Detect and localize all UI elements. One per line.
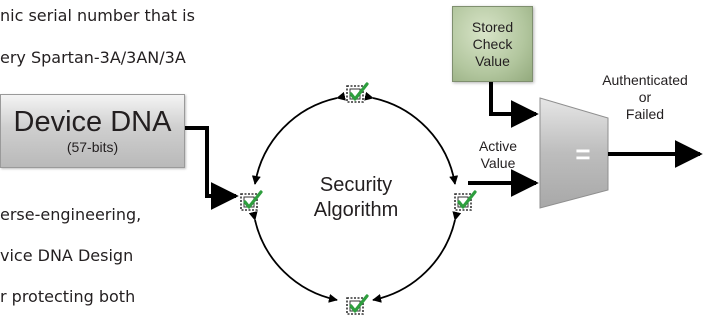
result-label: Authenticated or Failed	[590, 72, 700, 123]
chip-check-icon-bottom	[346, 294, 369, 315]
stored-check-line-1: Stored	[471, 18, 514, 35]
device-dna-box: Device DNA (57-bits)	[0, 94, 185, 168]
stored-value-arrow	[489, 80, 539, 128]
active-value-line-2: Value	[480, 155, 516, 171]
stored-check-line-3: Value	[475, 52, 510, 69]
security-line-1: Security	[319, 174, 393, 196]
security-line-2: Algorithm	[313, 199, 399, 221]
body-text-line-5: r protecting both	[0, 287, 136, 306]
security-loop	[248, 91, 462, 303]
arc-top-right	[364, 91, 459, 185]
security-algorithm-label: Security Algorithm	[296, 173, 416, 223]
result-line-1: Authenticated	[602, 72, 688, 88]
arc-bottom-left	[248, 211, 338, 303]
stored-check-line-2: Check	[472, 35, 513, 52]
result-line-2: or	[638, 89, 652, 105]
arc-bottom-right	[372, 211, 462, 303]
active-value-label: Active Value	[466, 138, 530, 172]
device-dna-subtitle: (57-bits)	[66, 139, 119, 155]
device-dna-title: Device DNA	[13, 106, 172, 138]
chip-check-icon-top	[346, 82, 369, 103]
body-text-line-2: ery Spartan-3A/3AN/3A	[0, 48, 186, 67]
result-line-3: Failed	[625, 106, 665, 122]
chip-check-icon-left	[240, 190, 263, 211]
body-text-line-3: erse-engineering,	[0, 205, 142, 224]
body-text-line-4: vice DNA Design	[0, 246, 134, 265]
comparator-symbol: =	[575, 139, 590, 169]
chip-check-icon-right	[454, 190, 477, 211]
dna-connector-arrow	[184, 126, 239, 210]
body-text-line-1: nic serial number that is	[0, 6, 195, 25]
active-value-line-1: Active	[478, 138, 518, 154]
comparator-shape	[539, 97, 609, 209]
arc-top-left	[251, 91, 346, 185]
stored-check-value-box: Stored Check Value	[452, 6, 533, 82]
